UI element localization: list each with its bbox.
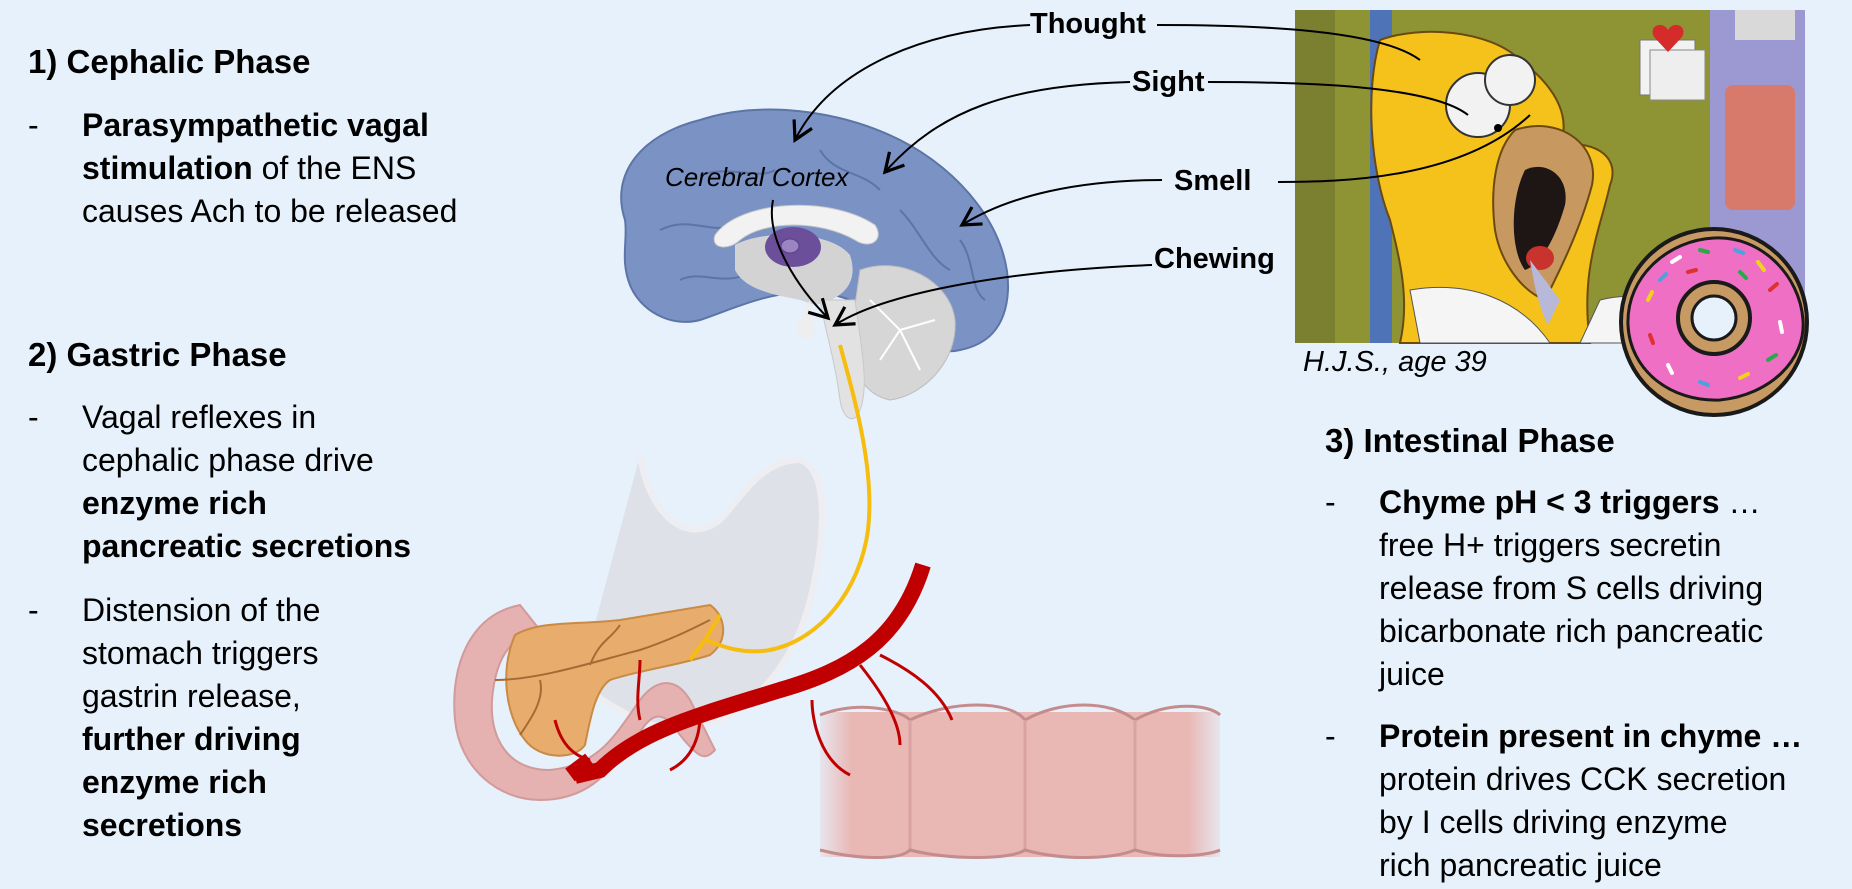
arrow-smell-to-brain	[959, 179, 1163, 227]
line-smell-to-homer	[1277, 114, 1531, 183]
text: Vagal reflexes in	[82, 399, 317, 435]
bullet-dash: -	[28, 592, 39, 628]
label-chewing: Chewing	[1154, 243, 1275, 275]
vagus-nerve	[688, 344, 872, 662]
bullet-line: enzyme rich	[82, 761, 320, 804]
text: juice	[1379, 656, 1445, 692]
bullet-text: Parasympathetic vagal stimulation of the …	[82, 104, 457, 233]
bold-text: enzyme rich	[82, 764, 267, 800]
arrow-chewing-to-brainstem	[832, 264, 1153, 327]
bold-text: further driving	[82, 721, 301, 757]
arrow-cortex-to-brainstem	[770, 199, 831, 321]
bullet-dash: -	[28, 399, 39, 435]
bold-text: secretions	[82, 807, 243, 843]
text: free H+ triggers secretin	[1379, 527, 1722, 563]
intestinal-heading: 3) Intestinal Phase	[1325, 422, 1615, 459]
brain-illustration	[620, 108, 1010, 420]
text: rich pancreatic juice	[1379, 847, 1662, 883]
bullet-line: stomach triggers	[82, 632, 320, 675]
photo-caption: H.J.S., age 39	[1303, 346, 1487, 378]
bullet-line: causes Ach to be released	[82, 190, 457, 233]
bullet-text: Distension of the stomach triggers gastrin…	[82, 589, 320, 847]
label-sight: Sight	[1132, 66, 1205, 98]
bullet-text: Vagal reflexes in cephalic phase drive enz…	[82, 396, 411, 568]
diencephalon	[735, 234, 853, 305]
bullet-line: Parasympathetic vagal	[82, 104, 457, 147]
text: release from S cells driving	[1379, 570, 1764, 606]
bold-text: Parasympathetic vagal	[82, 107, 429, 143]
corpus-callosum	[713, 204, 879, 248]
bullet-dash: -	[1325, 484, 1336, 520]
arrow-sight-to-brain	[882, 81, 1131, 175]
bullet-dash: -	[1325, 718, 1336, 754]
bullet-text: Chyme pH < 3 triggers …free H+ triggers …	[1379, 481, 1763, 696]
text: gastrin release,	[82, 678, 301, 714]
heart-icon	[1652, 24, 1684, 52]
bullet-line: release from S cells driving	[1379, 567, 1763, 610]
bullet-line: rich pancreatic juice	[1379, 844, 1802, 887]
bold-text: stimulation	[82, 150, 253, 186]
text: Distension of the	[82, 592, 321, 628]
bullet-line: by I cells driving enzyme	[1379, 801, 1802, 844]
line-sight-to-homer	[1207, 81, 1469, 116]
bullet-line: enzyme rich	[82, 482, 411, 525]
bullet-line: stimulation of the ENS	[82, 147, 457, 190]
artery	[553, 562, 954, 784]
label-cerebral-cortex: Cerebral Cortex	[665, 162, 849, 192]
bullet-line: free H+ triggers secretin	[1379, 524, 1763, 567]
bullet-line: Distension of the	[82, 589, 320, 632]
bold-text: Chyme pH < 3 triggers	[1379, 484, 1720, 520]
text: of the ENS	[252, 150, 417, 186]
stimulus-arrows	[770, 24, 1531, 327]
bullet-line: pancreatic secretions	[82, 525, 411, 568]
text: stomach triggers	[82, 635, 319, 671]
arrow-thought-to-brain	[792, 24, 1031, 143]
bold-text: pancreatic secretions	[82, 528, 412, 564]
bold-text: enzyme rich	[82, 485, 267, 521]
bullet-dash: -	[28, 107, 39, 143]
bullet-text: Protein present in chyme … protein drives…	[1379, 715, 1802, 887]
text: cephalic phase drive	[82, 442, 374, 478]
bullet-line: Chyme pH < 3 triggers …	[1379, 481, 1763, 524]
small-intestine	[819, 703, 1222, 859]
bullet-line: protein drives CCK secretion	[1379, 758, 1802, 801]
text: bicarbonate rich pancreatic	[1379, 613, 1764, 649]
bullet-line: Vagal reflexes in	[82, 396, 411, 439]
label-smell: Smell	[1174, 165, 1252, 197]
text: protein drives CCK secretion	[1379, 761, 1787, 797]
label-thought: Thought	[1030, 8, 1146, 40]
cephalic-heading: 1) Cephalic Phase	[28, 43, 311, 80]
bold-text: Protein present in chyme …	[1379, 718, 1803, 754]
bullet-line: cephalic phase drive	[82, 439, 411, 482]
pancreas	[505, 603, 725, 757]
text: causes Ach to be released	[82, 193, 458, 229]
text: …	[1719, 484, 1761, 520]
gastric-heading: 2) Gastric Phase	[28, 336, 287, 373]
line-thought-to-homer	[1156, 24, 1421, 61]
bullet-line: further driving	[82, 718, 320, 761]
bullet-line: secretions	[82, 804, 320, 847]
text: by I cells driving enzyme	[1379, 804, 1728, 840]
bullet-line: Protein present in chyme …	[1379, 715, 1802, 758]
bullet-line: bicarbonate rich pancreatic	[1379, 610, 1763, 653]
bullet-line: juice	[1379, 653, 1763, 696]
donut-illustration	[1619, 227, 1809, 417]
bullet-line: gastrin release,	[82, 675, 320, 718]
